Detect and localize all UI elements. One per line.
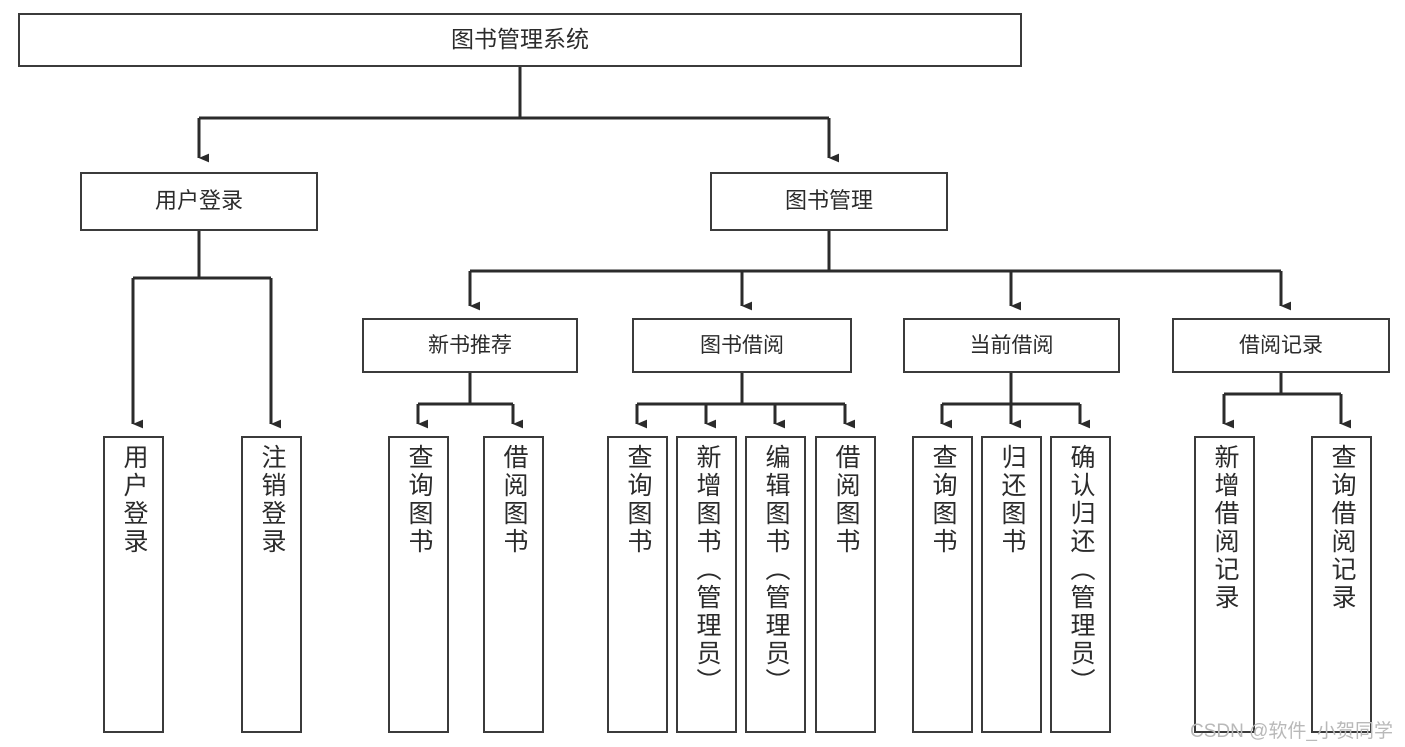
leaf-borrow-borrow-book[interactable]: 借阅图书 bbox=[815, 436, 876, 733]
node-label: 当前借阅 bbox=[969, 333, 1054, 357]
leaf-user-login[interactable]: 用户登录 bbox=[103, 436, 164, 733]
node-label: 图书管理系统 bbox=[451, 26, 589, 53]
node-label: 查询图书 bbox=[405, 444, 433, 556]
node-label: 借阅图书 bbox=[500, 444, 528, 556]
leaf-record-add-record[interactable]: 新增借阅记录 bbox=[1194, 436, 1255, 733]
node-new-book-recommend[interactable]: 新书推荐 bbox=[362, 318, 578, 373]
node-label: 新增借阅记录 bbox=[1211, 444, 1239, 612]
node-book-management[interactable]: 图书管理 bbox=[710, 172, 948, 231]
node-book-borrow[interactable]: 图书借阅 bbox=[632, 318, 852, 373]
node-borrow-record[interactable]: 借阅记录 bbox=[1172, 318, 1390, 373]
leaf-current-return-book[interactable]: 归还图书 bbox=[981, 436, 1042, 733]
node-label: 用户登录 bbox=[120, 444, 148, 556]
leaf-newbook-borrow-book[interactable]: 借阅图书 bbox=[483, 436, 544, 733]
leaf-current-query-book[interactable]: 查询图书 bbox=[912, 436, 973, 733]
node-label: 新增图书（管理员） bbox=[693, 444, 721, 696]
node-label: 查询图书 bbox=[929, 444, 957, 556]
node-label: 查询图书 bbox=[624, 444, 652, 556]
node-label: 归还图书 bbox=[998, 444, 1026, 556]
leaf-record-query-record[interactable]: 查询借阅记录 bbox=[1311, 436, 1372, 733]
leaf-current-confirm-return[interactable]: 确认归还（管理员） bbox=[1050, 436, 1111, 733]
leaf-borrow-edit-book[interactable]: 编辑图书（管理员） bbox=[745, 436, 806, 733]
leaf-newbook-query-book[interactable]: 查询图书 bbox=[388, 436, 449, 733]
leaf-borrow-add-book[interactable]: 新增图书（管理员） bbox=[676, 436, 737, 733]
node-root-system[interactable]: 图书管理系统 bbox=[18, 13, 1022, 67]
leaf-user-logout[interactable]: 注销登录 bbox=[241, 436, 302, 733]
node-current-borrow[interactable]: 当前借阅 bbox=[903, 318, 1120, 373]
node-label: 借阅记录 bbox=[1239, 333, 1323, 357]
node-label: 查询借阅记录 bbox=[1328, 444, 1356, 612]
node-label: 借阅图书 bbox=[832, 444, 860, 556]
node-label: 图书管理 bbox=[784, 188, 873, 214]
node-label: 用户登录 bbox=[154, 188, 243, 214]
node-label: 确认归还（管理员） bbox=[1067, 444, 1095, 696]
node-label: 图书借阅 bbox=[700, 333, 784, 357]
node-label: 新书推荐 bbox=[428, 333, 512, 357]
leaf-borrow-query-book[interactable]: 查询图书 bbox=[607, 436, 668, 733]
node-user-login[interactable]: 用户登录 bbox=[80, 172, 318, 231]
node-label: 编辑图书（管理员） bbox=[762, 444, 790, 696]
node-label: 注销登录 bbox=[258, 444, 286, 556]
